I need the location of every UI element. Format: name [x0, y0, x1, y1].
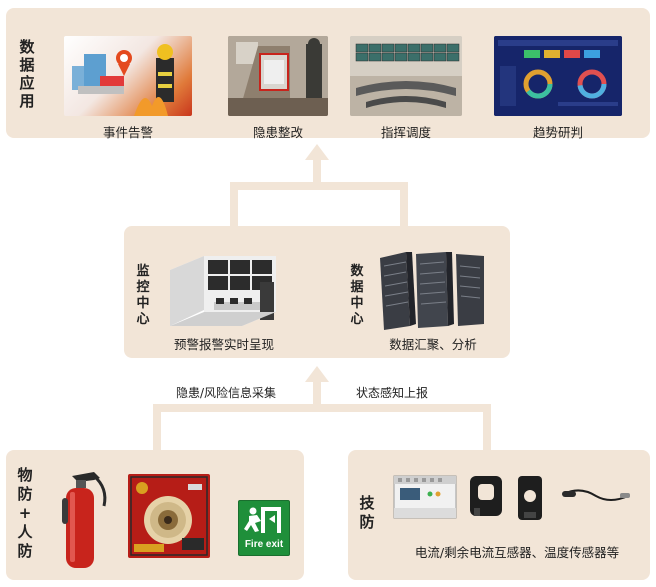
- title-char: 控: [136, 280, 150, 295]
- monitoring-center-title: 监 控 中 心: [134, 264, 152, 328]
- hazard-collection-label: 隐患/风险信息采集: [176, 386, 277, 400]
- title-char: 防: [17, 542, 33, 560]
- command-dispatch-image: [350, 36, 462, 116]
- fire-exit-text: Fire exit: [244, 539, 284, 550]
- electrical-detector-icon: [392, 472, 458, 522]
- event-alarm-label: 事件告警: [102, 125, 153, 140]
- monitoring-room-image: [164, 252, 282, 328]
- status-report-label: 状态感知上报: [356, 386, 429, 400]
- title-char: 人: [17, 523, 33, 541]
- title-char: 中: [136, 296, 150, 311]
- physical-human-defense-title: 物 防 + 人 防: [16, 466, 34, 561]
- data-center-title: 数 据 中 心: [348, 264, 366, 328]
- data-center-caption: 数据汇聚、分析: [389, 337, 477, 352]
- data-application-title: 数 据 应 用: [18, 38, 36, 110]
- current-transformer-icon: [466, 472, 506, 520]
- trend-analysis-label: 趋势研判: [532, 125, 583, 140]
- title-char: 技: [359, 494, 375, 512]
- bottom-fork-line: [153, 404, 491, 452]
- fire-exit-sign: Fire exit: [238, 500, 290, 556]
- hazard-rectification-label: 隐患整改: [252, 125, 303, 140]
- title-char: 数: [350, 264, 364, 279]
- command-dispatch-label: 指挥调度: [380, 125, 431, 140]
- arrow-up-lower-icon: [305, 366, 329, 382]
- title-char: 据: [19, 56, 35, 74]
- monitoring-center-caption: 预警报警实时呈现: [173, 337, 274, 352]
- title-char: 数: [19, 38, 35, 56]
- center-panel: 监 控 中 心 预警报警实时呈现 数 据 中 心: [124, 226, 510, 358]
- trend-analysis-image: [494, 36, 622, 116]
- title-char: 防: [17, 485, 33, 503]
- title-char: +: [18, 504, 32, 522]
- title-char: 防: [359, 513, 375, 531]
- title-char: 心: [136, 312, 150, 327]
- data-application-panel: 数 据 应 用 事件告警: [6, 8, 650, 140]
- running-person-icon: [244, 507, 281, 533]
- title-char: 物: [17, 466, 33, 484]
- physical-human-defense-panel: 物 防 + 人 防: [6, 450, 304, 580]
- middle-fork-line: [230, 182, 408, 228]
- technical-defense-title: 技 防: [358, 494, 376, 532]
- title-char: 监: [136, 264, 150, 279]
- title-char: 应: [19, 74, 35, 92]
- technical-defense-panel: 技 防 电流/剩余电流互感器、: [348, 450, 650, 580]
- event-alarm-image: [64, 36, 192, 116]
- server-rack-image: [376, 250, 490, 330]
- arrow-up-upper-icon: [305, 144, 329, 160]
- title-char: 用: [19, 92, 35, 110]
- hazard-rectification-image: [228, 36, 328, 116]
- title-char: 心: [350, 312, 364, 327]
- technical-defense-caption: 电流/剩余电流互感器、温度传感器等: [414, 545, 620, 560]
- title-char: 中: [350, 296, 364, 311]
- temperature-sensor-icon: [560, 482, 632, 508]
- fire-extinguisher-icon: [54, 462, 110, 572]
- fire-hose-cabinet-icon: [128, 474, 210, 558]
- title-char: 据: [350, 280, 364, 295]
- residual-current-transformer-icon: [514, 474, 546, 522]
